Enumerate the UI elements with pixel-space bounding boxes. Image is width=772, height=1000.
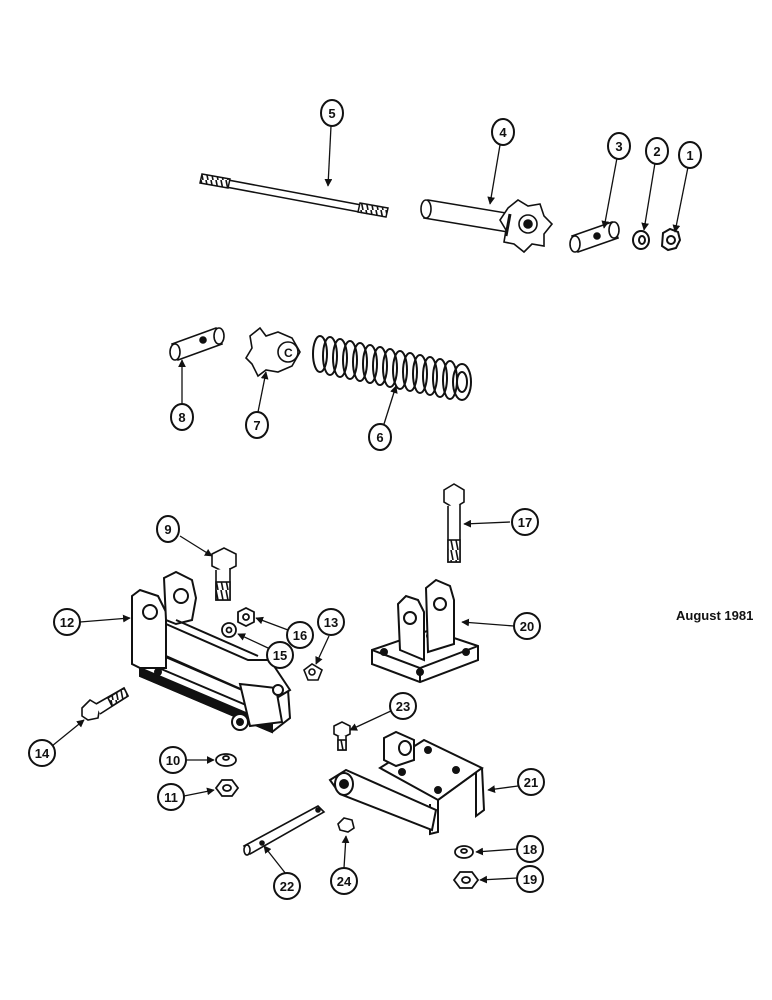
callout-label-22: 22 [280, 879, 294, 894]
callout-18: 18 [516, 835, 544, 863]
part-16-nut [237, 606, 255, 628]
callout-8: 8 [170, 403, 194, 431]
callout-label-9: 9 [164, 522, 171, 537]
callout-label-1: 1 [686, 148, 693, 163]
part-9-bolt [211, 547, 237, 601]
callout-21: 21 [517, 768, 545, 796]
callout-label-19: 19 [523, 872, 537, 887]
callout-label-2: 2 [653, 144, 660, 159]
callouts: 1 2 3 4 5 6 7 8 9 10 11 12 13 14 15 16 1… [28, 99, 702, 900]
part-4-sleeve [420, 199, 554, 254]
part-14-bolt [81, 686, 130, 721]
callout-label-15: 15 [273, 648, 287, 663]
part-15-washer [221, 622, 237, 638]
part-21-hinge-bracket [328, 730, 486, 836]
callout-20: 20 [513, 612, 541, 640]
callout-label-3: 3 [615, 139, 622, 154]
callout-13: 13 [317, 608, 345, 636]
part-10-washer [215, 753, 237, 767]
callout-label-16: 16 [293, 628, 307, 643]
callout-label-24: 24 [337, 874, 352, 889]
callout-19: 19 [516, 865, 544, 893]
part-17-bolt [443, 483, 465, 563]
leader-lines [51, 125, 689, 884]
callout-24: 24 [330, 867, 358, 895]
callout-1: 1 [678, 141, 702, 169]
part-22-pin [242, 805, 326, 856]
callout-9: 9 [156, 515, 180, 543]
callout-5: 5 [320, 99, 344, 127]
part-12-bracket [131, 570, 292, 734]
callout-label-13: 13 [324, 615, 338, 630]
callout-label-18: 18 [523, 842, 537, 857]
callout-17: 17 [511, 508, 539, 536]
svg-text:C: C [284, 346, 293, 360]
part-18-washer [454, 845, 474, 859]
part-19-nut [452, 871, 480, 889]
callout-label-20: 20 [520, 619, 534, 634]
callout-7: 7 [245, 411, 269, 439]
callout-label-10: 10 [166, 753, 180, 768]
callout-label-17: 17 [518, 515, 532, 530]
part-6-spring [312, 335, 472, 401]
callout-22: 22 [273, 872, 301, 900]
callout-label-21: 21 [524, 775, 538, 790]
callout-10: 10 [159, 746, 187, 774]
callout-2: 2 [645, 137, 669, 165]
part-11-nut [214, 779, 240, 797]
callout-12: 12 [53, 608, 81, 636]
callout-label-12: 12 [60, 615, 74, 630]
callout-3: 3 [607, 132, 631, 160]
part-2-washer [632, 230, 650, 250]
part-7-collar: C [244, 326, 301, 378]
part-13-fitting [303, 663, 323, 681]
callout-label-6: 6 [376, 430, 383, 445]
part-3-pin [569, 220, 620, 254]
callout-label-14: 14 [35, 746, 50, 761]
callout-label-23: 23 [396, 699, 410, 714]
callout-label-8: 8 [178, 410, 185, 425]
part-20-base-bracket [371, 578, 479, 684]
callout-label-11: 11 [164, 790, 178, 805]
part-24-nut [337, 817, 355, 833]
part-1-nut [660, 227, 682, 252]
callout-23: 23 [389, 692, 417, 720]
callout-4: 4 [491, 118, 515, 146]
callout-label-5: 5 [328, 106, 335, 121]
callout-16: 16 [286, 621, 314, 649]
part-5-threaded-rod [199, 173, 389, 218]
callout-label-4: 4 [499, 125, 507, 140]
callout-6: 6 [368, 423, 392, 451]
publication-date: August 1981 [676, 608, 754, 623]
callout-15: 15 [266, 641, 294, 669]
part-8-pin [169, 326, 225, 362]
part-23-bolt [333, 721, 351, 751]
callout-11: 11 [157, 783, 185, 811]
callout-14: 14 [28, 739, 56, 767]
callout-label-7: 7 [253, 418, 260, 433]
